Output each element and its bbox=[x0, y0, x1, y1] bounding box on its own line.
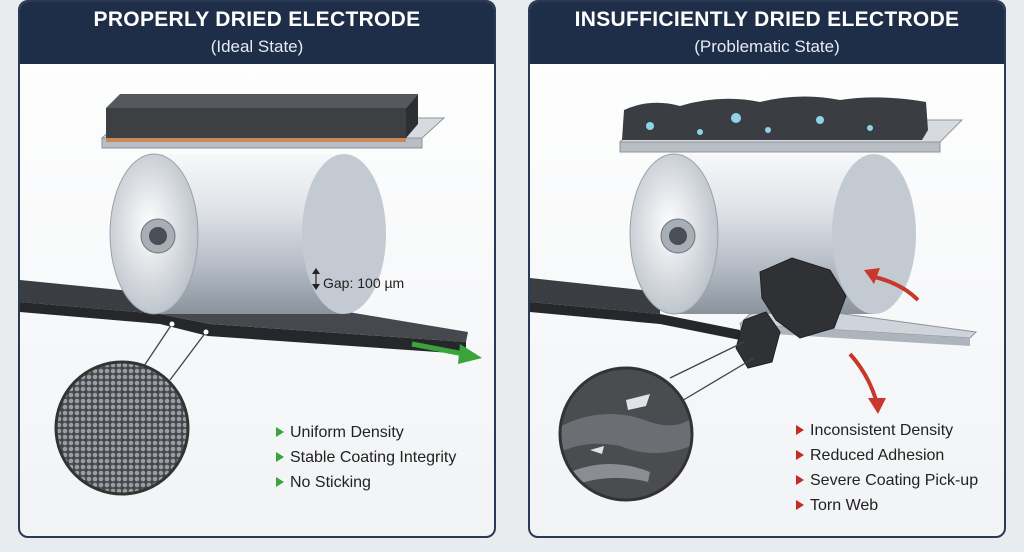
panel-subtitle: (Problematic State) bbox=[694, 37, 840, 56]
benefits-list: Uniform Density Stable Coating Integrity… bbox=[276, 420, 456, 495]
web-direction-arrow-icon bbox=[411, 341, 482, 364]
torn-coating-flakes bbox=[735, 257, 847, 369]
list-item: Inconsistent Density bbox=[796, 418, 978, 443]
red-triangle-bullet-icon bbox=[796, 450, 804, 460]
panel-header: INSUFFICIENTLY DRIED ELECTRODE (Problema… bbox=[530, 2, 1004, 64]
calender-roller bbox=[109, 153, 386, 315]
list-item: Severe Coating Pick-up bbox=[796, 468, 978, 493]
ideal-calendering-illustration bbox=[20, 94, 482, 496]
red-triangle-bullet-icon bbox=[796, 500, 804, 510]
panel-header: PROPERLY DRIED ELECTRODE (Ideal State) bbox=[20, 2, 494, 64]
panel-subtitle: (Ideal State) bbox=[210, 37, 304, 56]
issues-list: Inconsistent Density Reduced Adhesion Se… bbox=[796, 418, 978, 518]
green-triangle-bullet-icon bbox=[276, 452, 284, 462]
gap-label: Gap: 100 µm bbox=[323, 275, 405, 291]
defect-magnifier bbox=[558, 341, 755, 502]
list-item: Uniform Density bbox=[276, 420, 456, 445]
insufficiently-dried-panel: INSUFFICIENTLY DRIED ELECTRODE (Problema… bbox=[528, 0, 1006, 538]
green-triangle-bullet-icon bbox=[276, 427, 284, 437]
top-plate bbox=[100, 94, 446, 149]
microstructure-magnifier bbox=[54, 321, 209, 496]
gap-marker bbox=[312, 268, 320, 290]
properly-dried-panel: PROPERLY DRIED ELECTRODE (Ideal State) G… bbox=[18, 0, 496, 538]
problematic-calendering-illustration bbox=[530, 96, 978, 502]
top-plate-wet bbox=[618, 96, 964, 153]
tear-arrow-icon bbox=[848, 352, 886, 414]
pickup-arrow-icon bbox=[864, 268, 920, 302]
panel-title: INSUFFICIENTLY DRIED ELECTRODE bbox=[574, 8, 960, 31]
list-item: Stable Coating Integrity bbox=[276, 445, 456, 470]
list-item: Reduced Adhesion bbox=[796, 443, 978, 468]
list-item: No Sticking bbox=[276, 470, 456, 495]
red-triangle-bullet-icon bbox=[796, 425, 804, 435]
panel-title: PROPERLY DRIED ELECTRODE bbox=[93, 8, 421, 31]
green-triangle-bullet-icon bbox=[276, 477, 284, 487]
red-triangle-bullet-icon bbox=[796, 475, 804, 485]
list-item: Torn Web bbox=[796, 493, 978, 518]
